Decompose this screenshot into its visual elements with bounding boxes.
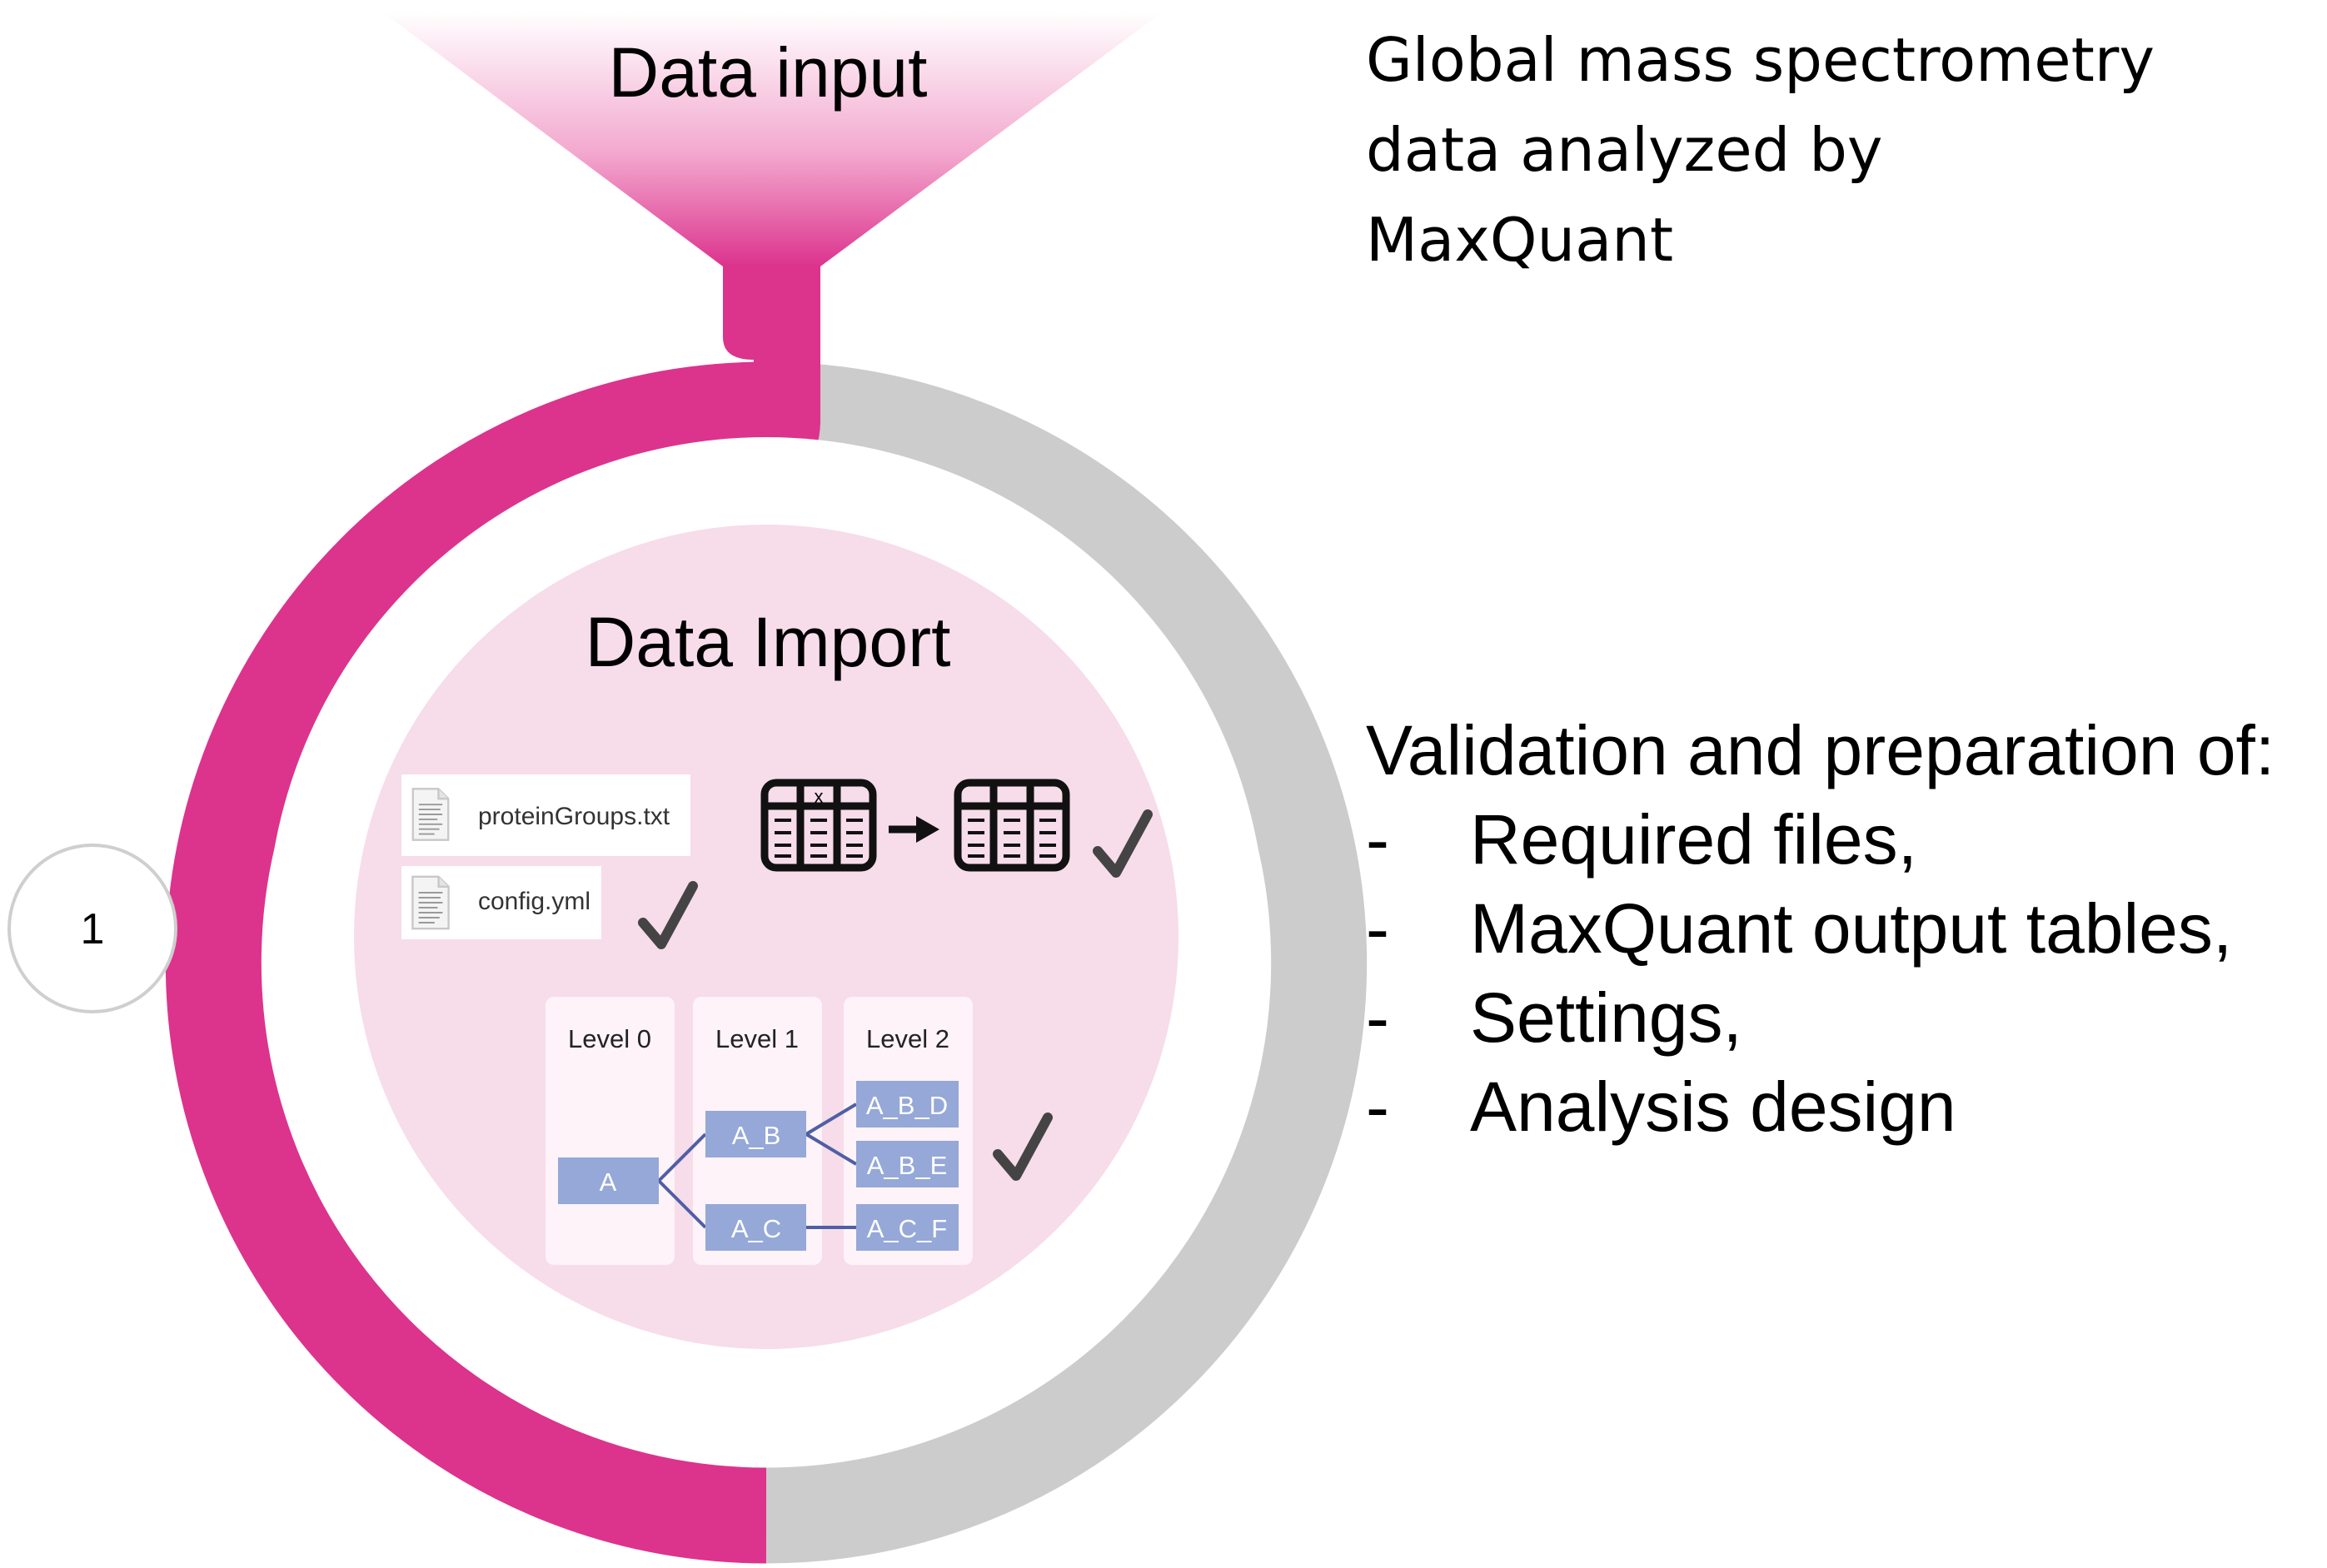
tree-node-label: A xyxy=(600,1167,617,1197)
tree-node xyxy=(705,1204,806,1251)
level-header-0: Level 0 xyxy=(568,1024,651,1053)
ring-magenta-segment xyxy=(165,361,767,1564)
tree-node-label: A_B_D xyxy=(866,1091,948,1120)
level-header-1: Level 1 xyxy=(715,1024,799,1053)
bullet-marker: - xyxy=(1366,1068,1389,1146)
file-card-protein-groups xyxy=(401,774,690,856)
tree-node-label: A_B xyxy=(732,1121,781,1150)
bullet-marker: - xyxy=(1366,800,1389,879)
tree-edges xyxy=(657,1103,858,1229)
tree-node-label: A_B_E xyxy=(867,1151,948,1180)
tree-node xyxy=(856,1141,959,1187)
tree-node-label: A_C xyxy=(731,1214,781,1243)
description-line: MaxQuant xyxy=(1366,205,1674,275)
description-heading: Validation and preparation of: xyxy=(1366,711,2275,789)
funnel-stem xyxy=(723,265,820,483)
ring-grey-segment xyxy=(765,361,1368,1564)
description-import: Validation and preparation of: - Require… xyxy=(1366,706,2275,1152)
document-icon xyxy=(411,788,450,841)
level-header-2: Level 2 xyxy=(866,1024,949,1053)
step-number-badge xyxy=(7,844,177,1013)
arrow-right-icon xyxy=(889,816,939,843)
level-column-2 xyxy=(844,997,973,1265)
checkmark-icon xyxy=(993,1113,1053,1181)
checkmark-icon xyxy=(1093,809,1153,878)
description-line: Global mass spectrometry xyxy=(1366,25,2155,95)
list-item-text: MaxQuant output tables, xyxy=(1470,889,2233,968)
document-icon xyxy=(411,875,450,930)
table-icon xyxy=(760,779,877,872)
list-item-text: Analysis design xyxy=(1470,1068,1956,1146)
list-item: - Settings, xyxy=(1366,973,2275,1063)
bullet-marker: - xyxy=(1366,978,1389,1057)
tree-node xyxy=(705,1111,806,1157)
file-name-config: config.yml xyxy=(478,888,590,915)
table-icon xyxy=(954,779,1070,872)
tree-node-label: A_C_F xyxy=(867,1214,947,1243)
file-name-protein-groups: proteinGroups.txt xyxy=(478,803,670,830)
list-item-text: Settings, xyxy=(1470,978,1742,1057)
funnel-title: Data input xyxy=(609,33,928,112)
tree-node xyxy=(558,1157,659,1204)
funnel-shape xyxy=(383,12,1162,266)
list-item: - Analysis design xyxy=(1366,1063,2275,1152)
list-item-text: Required files, xyxy=(1470,800,1917,879)
list-item: - Required files, xyxy=(1366,795,2275,884)
module-title: Data Import xyxy=(585,603,951,681)
description-input: Global mass spectrometry data analyzed b… xyxy=(1366,15,2155,285)
bullet-marker: - xyxy=(1366,889,1389,968)
description-line: data analyzed by xyxy=(1366,115,1883,185)
tree-node xyxy=(856,1204,959,1251)
table-header-mark: x xyxy=(815,786,824,807)
checkmark-icon xyxy=(638,881,698,949)
tree-node xyxy=(856,1081,959,1127)
step-number: 1 xyxy=(81,905,105,953)
list-item: - MaxQuant output tables, xyxy=(1366,884,2275,973)
